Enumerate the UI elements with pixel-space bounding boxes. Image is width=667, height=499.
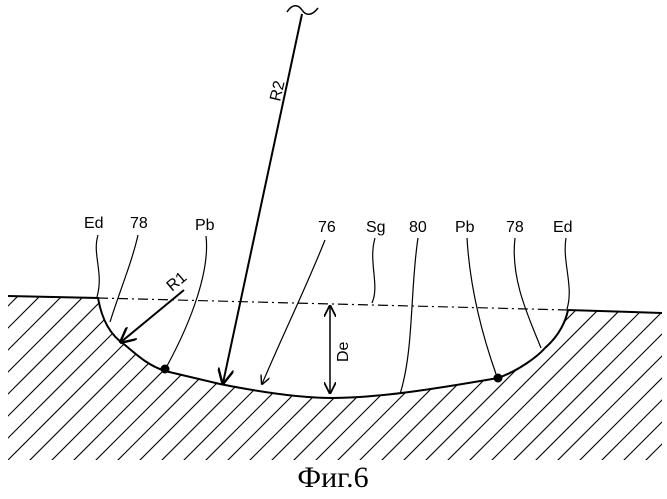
leader-ed-right bbox=[565, 238, 569, 309]
leader-pb-right bbox=[467, 238, 496, 374]
hatch-line bbox=[614, 290, 667, 470]
hatch-line bbox=[42, 290, 222, 470]
hatch-line bbox=[152, 290, 332, 470]
hatch-line bbox=[20, 290, 200, 470]
label-sg: Sg bbox=[366, 219, 386, 236]
break-mark bbox=[287, 6, 318, 15]
leader-ed-left bbox=[96, 235, 99, 297]
label-pb-left: Pb bbox=[195, 217, 215, 234]
hatch-line bbox=[130, 290, 310, 470]
hatch-line bbox=[218, 290, 398, 470]
leader-78-right bbox=[514, 238, 541, 348]
hatch-line bbox=[0, 290, 112, 470]
hatch-line bbox=[284, 290, 464, 470]
hatch-line bbox=[108, 290, 288, 470]
hatch-line bbox=[0, 290, 134, 470]
label-76: 76 bbox=[318, 219, 336, 236]
leader-80 bbox=[400, 238, 418, 394]
label-de: De bbox=[335, 341, 352, 362]
hatch-line bbox=[262, 290, 442, 470]
leader-sg bbox=[372, 238, 375, 303]
hatch-line bbox=[306, 290, 486, 470]
hatch-line bbox=[0, 290, 68, 470]
leader-76 bbox=[262, 240, 325, 384]
leader-78-left bbox=[110, 235, 138, 322]
hatch-line bbox=[482, 290, 662, 470]
hatch-line bbox=[416, 290, 596, 470]
label-ed-left: Ed bbox=[84, 215, 104, 232]
hatch-line bbox=[64, 290, 244, 470]
radius-r1-line bbox=[121, 290, 184, 342]
label-78-left: 78 bbox=[130, 215, 148, 232]
figure-caption: Фиг.6 bbox=[297, 461, 368, 494]
hatch-line bbox=[86, 290, 266, 470]
hatch-line bbox=[0, 290, 90, 470]
hatch-line bbox=[0, 290, 2, 470]
label-78-right: 78 bbox=[506, 219, 524, 236]
label-80: 80 bbox=[409, 219, 427, 236]
label-r1: R1 bbox=[164, 269, 191, 295]
boundary-point-right bbox=[494, 374, 503, 383]
label-ed-right: Ed bbox=[553, 219, 573, 236]
hatch-line bbox=[350, 290, 530, 470]
label-r2: R2 bbox=[267, 79, 288, 103]
radius-r2-line bbox=[223, 14, 302, 383]
hatch-line bbox=[0, 290, 24, 470]
label-pb-right: Pb bbox=[455, 219, 475, 236]
hatch-line bbox=[0, 290, 46, 470]
boundary-point-left bbox=[161, 365, 170, 374]
hatch-line bbox=[592, 290, 667, 470]
hatch-line bbox=[372, 290, 552, 470]
